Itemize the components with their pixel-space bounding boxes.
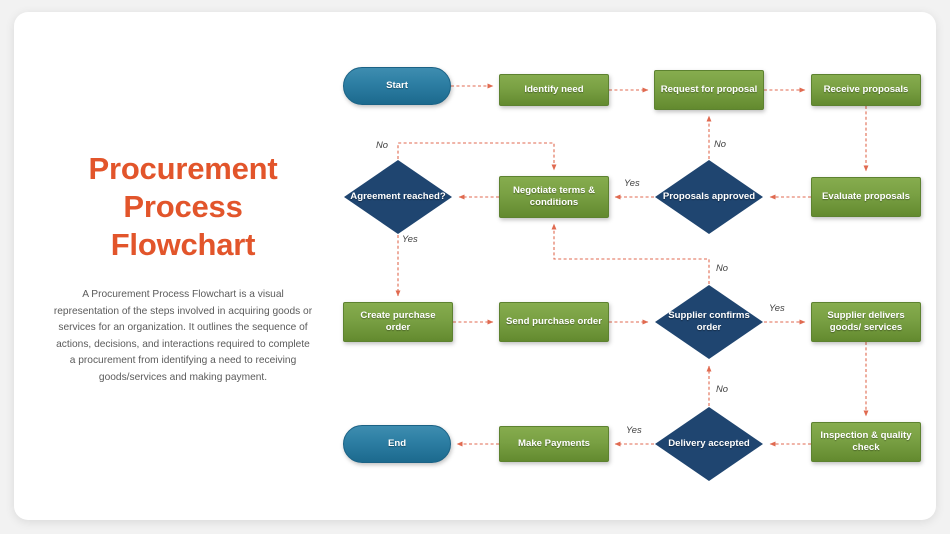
slide-card: Procurement Process Flowchart Procuremen… (14, 12, 936, 520)
page-title: Procurement Process Flowchart Procuremen… (52, 150, 314, 263)
title-line-2: Process (123, 188, 243, 224)
node-label: Send purchase order (506, 315, 602, 327)
node-label: Request for proposal (660, 83, 758, 95)
title-line-1: Procurement (88, 151, 278, 186)
node-supplier-delivers[interactable]: Supplier delivers goods/ services (811, 302, 921, 342)
node-end[interactable]: End (343, 425, 451, 463)
node-label: Receive proposals (823, 83, 909, 95)
edge-label-yes-agreement: Yes (402, 233, 418, 244)
node-negotiate-terms[interactable]: Negotiate terms & conditions (499, 176, 609, 218)
diamond-icon (655, 407, 763, 481)
node-evaluate-proposals[interactable]: Evaluate proposals (811, 177, 921, 217)
node-label: Inspection & quality check (820, 429, 912, 453)
node-label: Start (386, 79, 408, 91)
diamond-icon (655, 285, 763, 359)
node-label: Supplier confirms order (668, 309, 750, 333)
connector-layer (395, 83, 869, 447)
node-label: Negotiate terms & conditions (512, 184, 596, 208)
edge-label-yes-approved: Yes (624, 177, 640, 188)
node-delivery-accepted[interactable]: Delivery accepted (654, 406, 764, 482)
node-label: Identify need (524, 83, 584, 95)
edge-label-no-approved-rfp: No (714, 138, 726, 149)
edge-label-yes-accepted: Yes (626, 424, 642, 435)
node-label: Evaluate proposals (822, 190, 910, 202)
node-agreement-reached[interactable]: Agreement reached? (343, 159, 453, 235)
diamond-icon (344, 160, 452, 234)
title-block: Procurement Process Flowchart Procuremen… (52, 150, 314, 263)
diamond-icon (655, 160, 763, 234)
node-identify-need[interactable]: Identify need (499, 74, 609, 106)
node-receive-proposals[interactable]: Receive proposals (811, 74, 921, 106)
node-label: Create purchase order (360, 309, 436, 333)
edge-label-no-confirms: No (716, 262, 728, 273)
node-label: End (387, 437, 407, 449)
node-label: Supplier delivers goods/ services (827, 309, 905, 333)
title-line-3: Flowchart (110, 226, 256, 262)
flowchart-canvas: Start Identify need Request for proposal… (14, 12, 936, 520)
edge-label-no-accepted: No (716, 383, 728, 394)
node-start[interactable]: Start (343, 67, 451, 105)
node-supplier-confirms-order[interactable]: Supplier confirms order (654, 284, 764, 360)
node-inspection-quality-check[interactable]: Inspection & quality check (811, 422, 921, 462)
node-request-for-proposal[interactable]: Request for proposal (654, 70, 764, 110)
node-label: Proposals approved (662, 190, 756, 202)
description-paragraph: A Procurement Process Flowchart is a vis… (53, 289, 313, 383)
node-proposals-approved[interactable]: Proposals approved (654, 159, 764, 235)
node-label: Make Payments (518, 437, 590, 449)
node-label: Delivery accepted (668, 437, 750, 449)
node-create-purchase-order[interactable]: Create purchase order (343, 302, 453, 342)
node-label: Agreement reached? (350, 190, 446, 202)
edge-label-no-agreement: No (376, 139, 388, 150)
edge-label-yes-confirms: Yes (769, 302, 785, 313)
node-send-purchase-order[interactable]: Send purchase order (499, 302, 609, 342)
node-make-payments[interactable]: Make Payments (499, 426, 609, 462)
